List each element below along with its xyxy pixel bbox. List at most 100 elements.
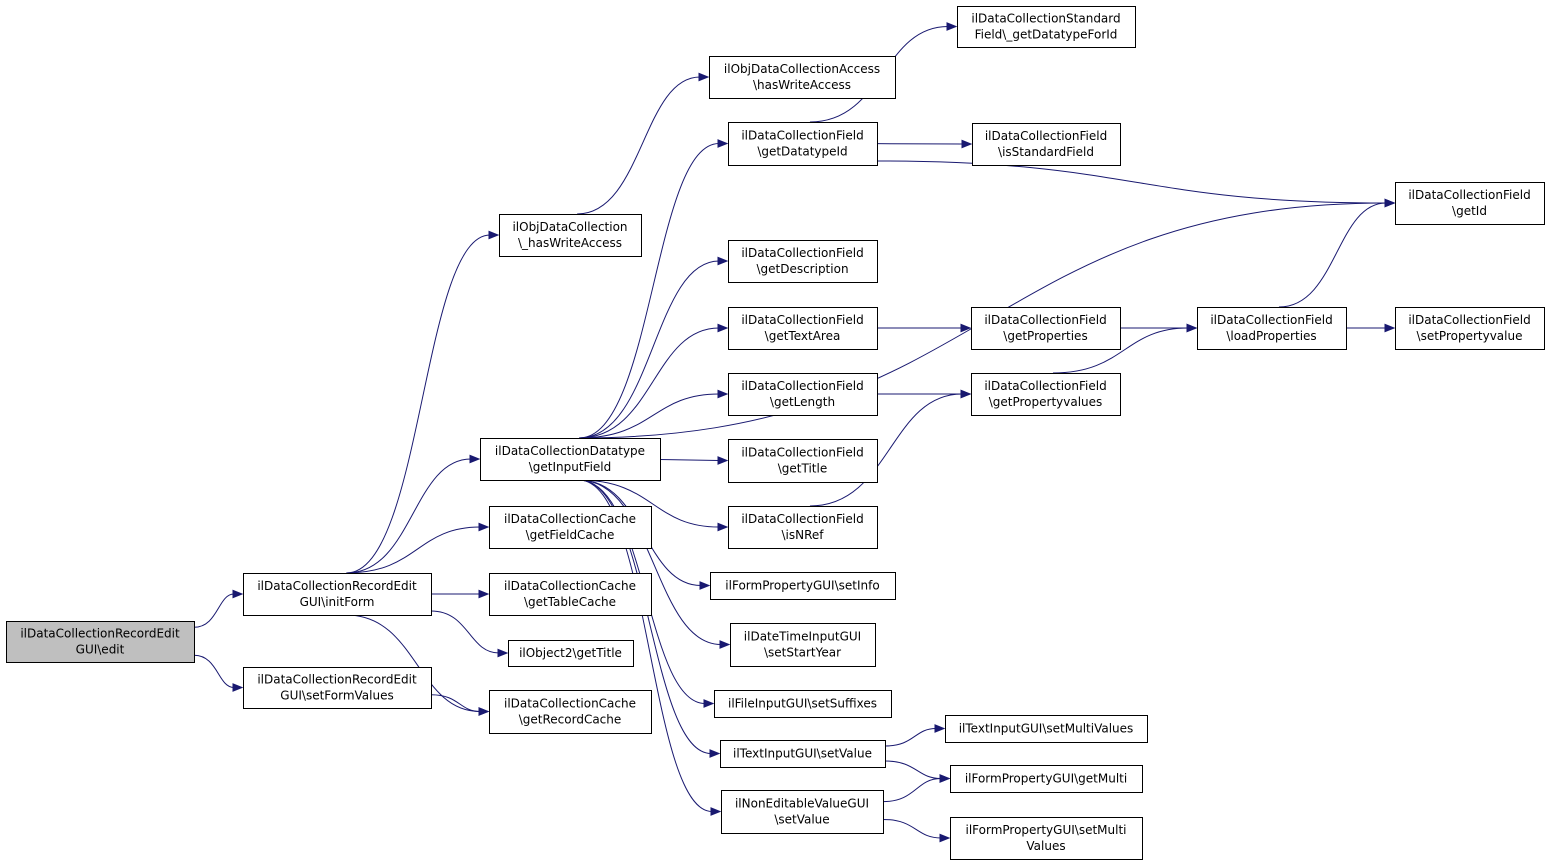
edge-getInputField-to-textSetValue: [578, 479, 712, 754]
edge-initForm-to-obj2GetTitle: [430, 610, 500, 654]
node-label: \isNRef: [781, 528, 824, 542]
node-hasWriteAccessObj[interactable]: ilObjDataCollection\_hasWriteAccess: [499, 214, 642, 257]
node-box: [950, 765, 1143, 793]
node-accessHasWrite[interactable]: ilObjDataCollectionAccess\hasWriteAccess: [709, 56, 896, 99]
node-box: [945, 715, 1148, 743]
node-box: [728, 240, 878, 283]
node-box: [499, 214, 642, 257]
arrow-head: [939, 833, 951, 843]
node-box: [243, 667, 432, 709]
arrow-head: [703, 699, 715, 708]
node-box: [489, 506, 652, 549]
node-getDatatypeId[interactable]: ilDataCollectionField\getDatatypeId: [728, 122, 878, 166]
arrow-head: [1384, 198, 1396, 208]
arrow-head: [478, 522, 490, 532]
node-getTextArea[interactable]: ilDataCollectionField\getTextArea: [728, 307, 878, 350]
node-setInfo[interactable]: ilFormPropertyGUI\setInfo: [710, 572, 896, 600]
node-label: ilDataCollectionField: [741, 129, 863, 143]
node-label: Field\_getDatatypeForId: [975, 28, 1118, 42]
edge-hasWriteAccessObj-to-accessHasWrite: [577, 76, 701, 215]
arrow-head: [719, 640, 731, 649]
node-label: ilDataCollectionCache: [504, 579, 636, 593]
node-obj2GetTitle[interactable]: ilObject2\getTitle: [508, 640, 634, 667]
node-label: \getFieldCache: [526, 528, 615, 542]
node-setMulti[interactable]: ilFormPropertyGUI\setMultiValues: [950, 817, 1143, 860]
node-box: [971, 307, 1121, 350]
node-label: ilTextInputGUI\setMultiValues: [959, 722, 1134, 736]
node-box: [730, 623, 876, 667]
arrow-head: [710, 807, 722, 816]
node-label: \getLength: [770, 395, 835, 409]
arrow-head: [469, 454, 481, 464]
edge-nonEditSetValue-to-getMulti: [882, 778, 942, 803]
node-textSetValue[interactable]: ilTextInputGUI\setValue: [720, 740, 886, 768]
node-getLength[interactable]: ilDataCollectionField \getLength: [728, 373, 878, 416]
node-label: ilDataCollectionRecordEdit: [20, 627, 180, 641]
node-isStandardField[interactable]: ilDataCollectionField\isStandardField: [972, 123, 1121, 166]
node-label: ilNonEditableValueGUI: [735, 797, 869, 811]
node-label: ilDataCollectionField: [741, 379, 863, 393]
node-label: \getProperties: [1003, 329, 1087, 343]
node-label: \getTableCache: [524, 595, 616, 609]
node-label: ilDataCollectionField: [1408, 313, 1530, 327]
edge-getInputField-to-getDescription: [578, 260, 720, 439]
node-box: [728, 439, 878, 483]
node-box: [728, 373, 878, 416]
arrow-head: [717, 139, 729, 148]
node-box: [971, 373, 1121, 416]
node-getId[interactable]: ilDataCollectionField\getId: [1395, 182, 1545, 225]
node-loadProperties[interactable]: ilDataCollectionField \loadProperties: [1197, 307, 1347, 350]
node-label: \getInputField: [529, 460, 612, 474]
node-getFieldCache[interactable]: ilDataCollectionCache \getFieldCache: [489, 506, 652, 549]
node-label: ilDataCollectionCache: [504, 512, 636, 526]
node-setFormValues[interactable]: ilDataCollectionRecordEditGUI\setFormVal…: [243, 667, 432, 709]
node-getMulti[interactable]: ilFormPropertyGUI\getMulti: [950, 765, 1143, 793]
node-getInputField[interactable]: ilDataCollectionDatatype\getInputField: [480, 438, 661, 481]
node-box: [1395, 307, 1545, 350]
edge-getDatatypeId-to-getId: [876, 160, 1387, 204]
node-getDescription[interactable]: ilDataCollectionField\getDescription: [728, 240, 878, 283]
edge-getInputField-to-getLength: [578, 393, 720, 439]
node-box: [709, 56, 896, 99]
arrow-head: [717, 323, 729, 333]
node-fieldGetTitle[interactable]: ilDataCollectionField\getTitle: [728, 439, 878, 483]
node-label: ilDataCollectionField: [1210, 313, 1332, 327]
node-label: GUI\edit: [76, 643, 125, 657]
node-label: \getDescription: [756, 262, 848, 276]
node-getDatatypeForId[interactable]: ilDataCollectionStandardField\_getDataty…: [957, 6, 1136, 48]
node-box: [721, 790, 884, 834]
edge-textSetValue-to-setMultiValues: [884, 728, 937, 747]
arrow-head: [497, 648, 509, 658]
node-isNRef[interactable]: ilDataCollectionField\isNRef: [728, 506, 878, 549]
arrow-head: [946, 22, 958, 31]
node-label: \loadProperties: [1226, 329, 1316, 343]
arrow-head: [698, 72, 710, 82]
node-label: \isStandardField: [998, 145, 1094, 159]
node-setSuffixes[interactable]: ilFileInputGUI\setSuffixes: [714, 690, 892, 718]
node-nonEditSetValue[interactable]: ilNonEditableValueGUI\setValue: [721, 790, 884, 834]
arrow-head: [717, 522, 729, 532]
node-box: [720, 740, 886, 768]
node-getTableCache[interactable]: ilDataCollectionCache \getTableCache: [489, 573, 652, 616]
node-setPropertyvalue[interactable]: ilDataCollectionField\setPropertyvalue: [1395, 307, 1545, 350]
node-label: ilDataCollectionRecordEdit: [257, 673, 417, 687]
node-label: GUI\setFormValues: [280, 689, 393, 703]
node-label: GUI\initForm: [300, 595, 375, 609]
node-label: ilFormPropertyGUI\setInfo: [725, 579, 879, 593]
edge-root-to-setFormValues: [193, 654, 235, 688]
arrow-head: [939, 774, 951, 783]
arrow-head: [478, 589, 490, 599]
node-getRecordCache[interactable]: ilDataCollectionCache\getRecordCache: [489, 690, 652, 734]
node-getPropertyvalues[interactable]: ilDataCollectionField\getPropertyvalues: [971, 373, 1121, 416]
edge-initForm-to-getRecordCache: [346, 614, 481, 712]
node-label: ilFileInputGUI\setSuffixes: [728, 697, 877, 711]
edge-textSetValue-to-getMulti: [884, 760, 942, 779]
node-setMultiValues[interactable]: ilTextInputGUI\setMultiValues: [945, 715, 1148, 743]
arrow-head: [699, 581, 711, 590]
node-getProperties[interactable]: ilDataCollectionField\getProperties: [971, 307, 1121, 350]
node-box: [508, 640, 634, 667]
node-label: ilObject2\getTitle: [519, 646, 622, 660]
node-setStartYear[interactable]: ilDateTimeInputGUI\setStartYear: [730, 623, 876, 667]
